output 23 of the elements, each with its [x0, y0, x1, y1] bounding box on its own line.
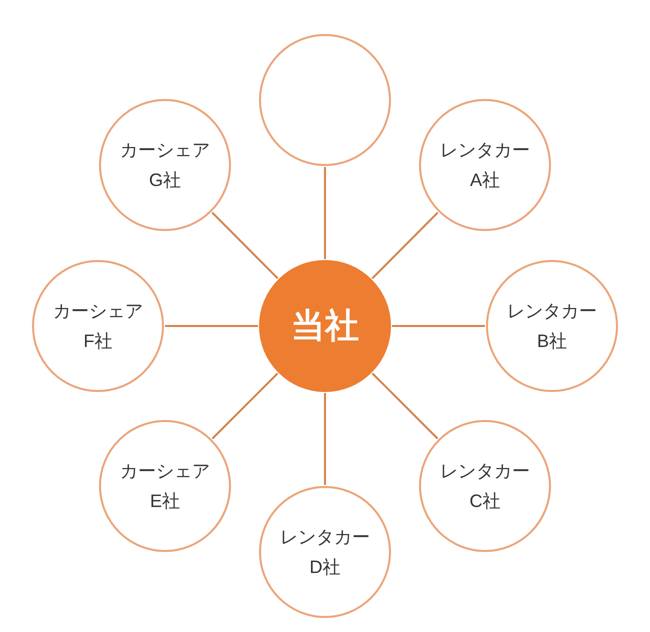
circle-label: G社 — [148, 171, 181, 189]
connector-line — [324, 167, 326, 259]
circle-label: カーシェア — [120, 141, 210, 159]
circle-label: A社 — [470, 171, 500, 189]
circle-label: レンタカー — [440, 462, 530, 480]
connector-line — [212, 372, 278, 440]
circle-label: レンタカー — [440, 141, 530, 159]
circle-label: レンタカー — [507, 302, 597, 320]
circle-label: F社 — [84, 332, 112, 350]
circle-label: C社 — [470, 492, 500, 510]
connector-line — [392, 325, 485, 327]
circle-label: E社 — [150, 492, 180, 510]
connector-line — [324, 393, 326, 485]
circle-label: D社 — [310, 558, 340, 576]
circle-label: カーシェア — [120, 462, 210, 480]
circle-label: レンタカー — [280, 528, 370, 546]
circle-label: カーシェア — [53, 302, 143, 320]
connector-line — [372, 372, 438, 440]
connector-line — [212, 212, 278, 280]
connector-line — [165, 325, 258, 327]
connector-line — [372, 212, 438, 280]
circle-label: 当社 — [291, 309, 359, 343]
circle-label: B社 — [536, 332, 567, 350]
